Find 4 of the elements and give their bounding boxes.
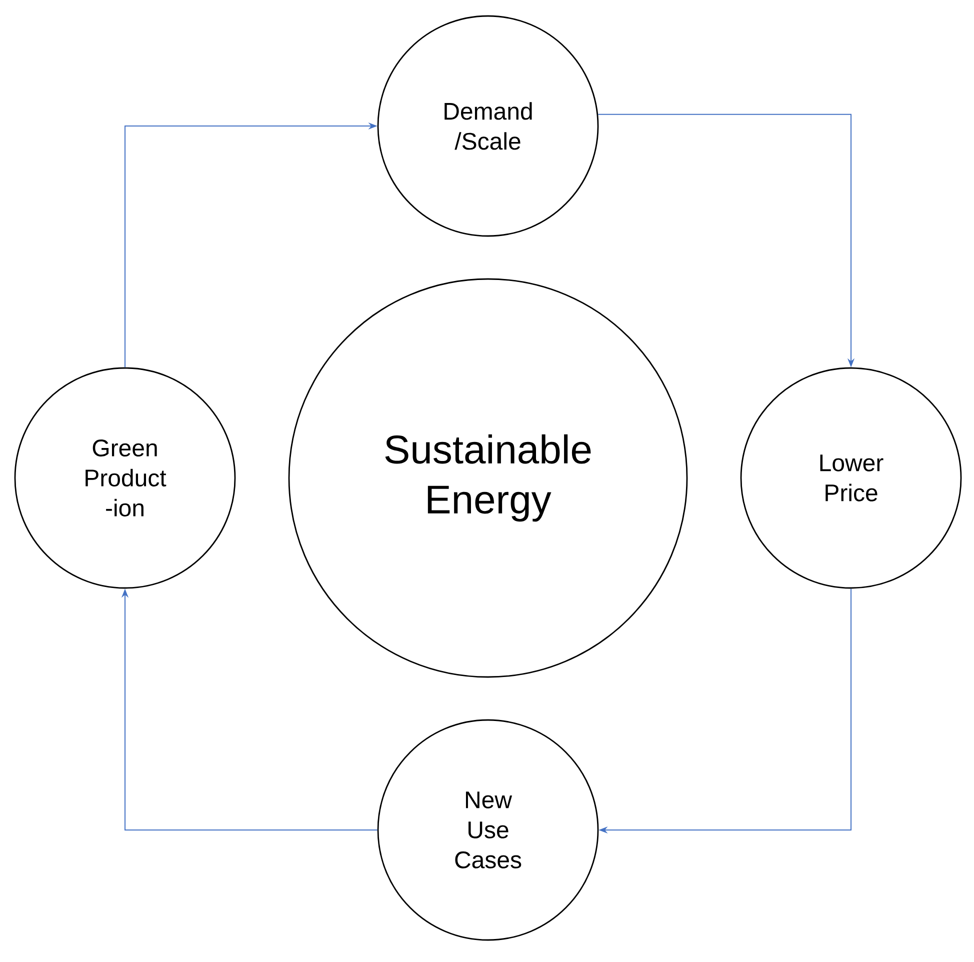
circle-node: Demand /Scale — [377, 15, 599, 237]
circle-node: New Use Cases — [377, 719, 599, 941]
circle-node: Lower Price — [740, 367, 962, 589]
circle-node: Green Product -ion — [14, 367, 236, 589]
